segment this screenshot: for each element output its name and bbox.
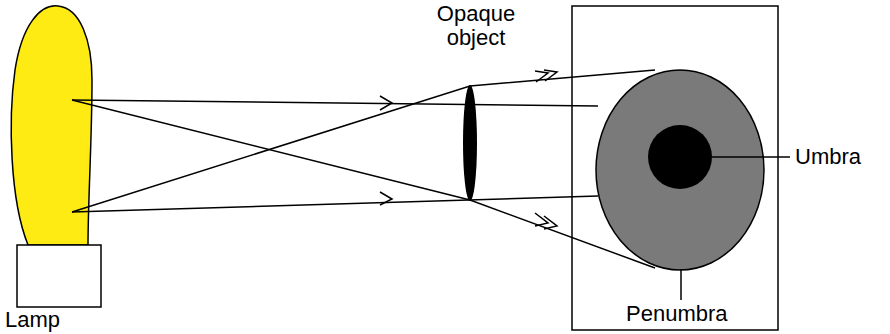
- part-label: Umbra: [795, 145, 861, 169]
- screen: [572, 6, 778, 330]
- part-label: Lamp: [5, 308, 60, 332]
- opaque-object: [463, 85, 477, 201]
- penumbra-region: [596, 70, 764, 270]
- leader-line: [680, 269, 682, 300]
- umbra-region: [648, 125, 712, 189]
- lamp-base: [17, 245, 101, 307]
- leader-line: [712, 156, 790, 158]
- part-label: Penumbra: [626, 302, 728, 326]
- object-label: Opaque object: [430, 2, 522, 50]
- light-rays: [72, 70, 655, 268]
- ray-arrowheads: [380, 70, 557, 229]
